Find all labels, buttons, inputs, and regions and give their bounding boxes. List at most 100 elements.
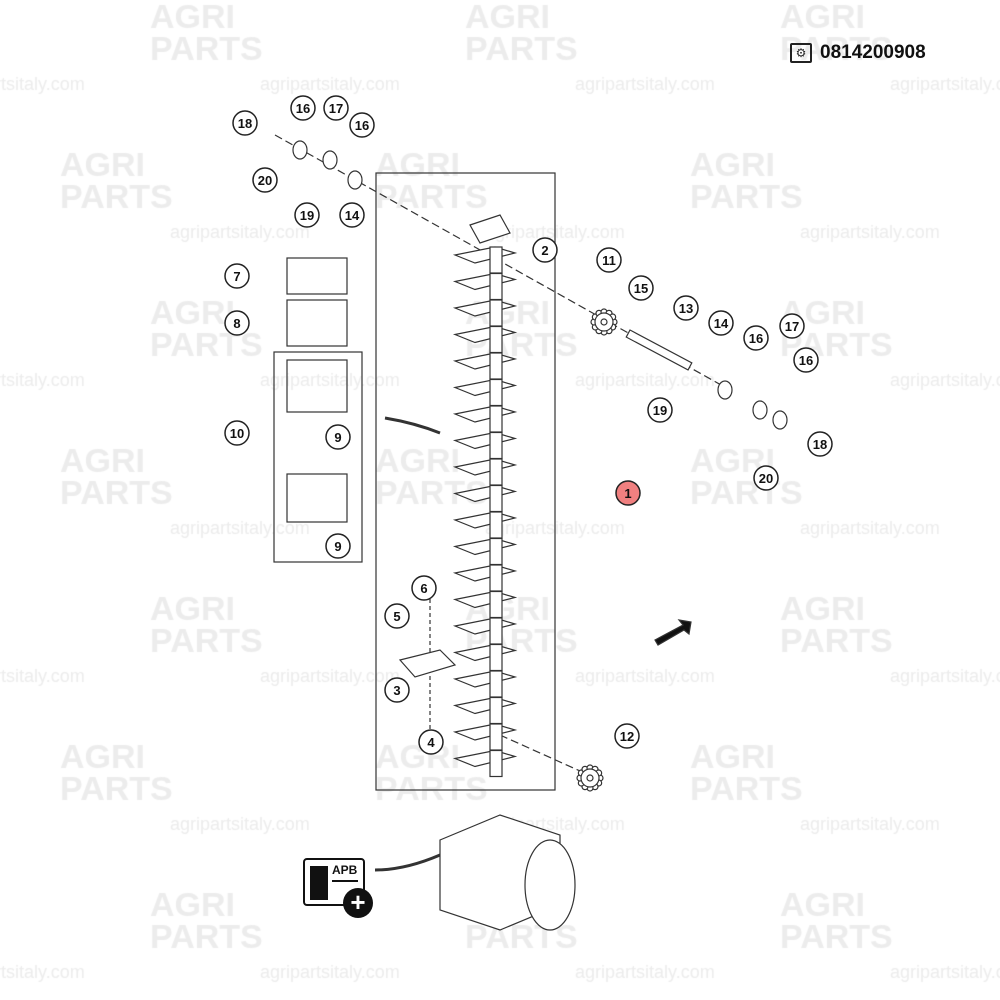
callout-label: 10 <box>230 426 244 441</box>
callout-15[interactable]: 15 <box>628 275 654 301</box>
callout-label: 3 <box>393 683 400 698</box>
chain-link <box>489 749 503 778</box>
callout-circle <box>325 533 351 559</box>
callout-9[interactable]: 9 <box>325 424 351 450</box>
callout-label: 14 <box>345 208 360 223</box>
chain-link <box>489 643 503 672</box>
apb-add-button[interactable]: APB + <box>303 858 373 918</box>
callout-19[interactable]: 19 <box>647 397 673 423</box>
callout-20[interactable]: 20 <box>753 465 779 491</box>
document-icon <box>310 866 328 900</box>
chain-link <box>489 431 503 460</box>
callout-8[interactable]: 8 <box>224 310 250 336</box>
divider <box>332 880 358 882</box>
chain-paddle <box>452 564 518 582</box>
sprocket-bottom <box>576 764 604 792</box>
callout-label: 19 <box>300 208 314 223</box>
sprocket-hub <box>586 774 594 782</box>
callout-7[interactable]: 7 <box>224 263 250 289</box>
callout-circle <box>708 310 734 336</box>
callout-circle <box>224 263 250 289</box>
sprocket-hub <box>600 318 608 326</box>
callout-16[interactable]: 16 <box>743 325 769 351</box>
callout-18[interactable]: 18 <box>232 110 258 136</box>
callout-2[interactable]: 2 <box>532 237 558 263</box>
callout-16[interactable]: 16 <box>349 112 375 138</box>
callout-13[interactable]: 13 <box>673 295 699 321</box>
chain-link <box>489 352 503 380</box>
callout-label: 18 <box>813 437 827 452</box>
callout-label: 8 <box>233 316 240 331</box>
chain-link <box>489 537 503 566</box>
bearing <box>772 410 788 430</box>
callout-circle <box>673 295 699 321</box>
part-code: 0814200908 <box>820 42 926 63</box>
callout-5[interactable]: 5 <box>384 603 410 629</box>
parts-catalog-icon: ⚙ <box>790 43 812 63</box>
part-10-box <box>273 351 363 563</box>
callout-label: 17 <box>785 319 799 334</box>
chain-paddle <box>452 325 518 344</box>
direction-arrow <box>384 416 441 435</box>
bearing <box>752 400 768 420</box>
bearing <box>292 140 308 160</box>
callout-18[interactable]: 18 <box>807 431 833 457</box>
callout-14[interactable]: 14 <box>339 202 365 228</box>
part-9-box-b <box>286 473 348 523</box>
callout-circle <box>418 729 444 755</box>
callout-circle <box>647 397 673 423</box>
callout-circle <box>628 275 654 301</box>
callout-circle <box>232 110 258 136</box>
callout-label: 16 <box>799 353 813 368</box>
callout-11[interactable]: 11 <box>596 247 622 273</box>
callout-circle <box>290 95 316 121</box>
scraper-plate <box>398 649 457 678</box>
callout-12[interactable]: 12 <box>614 723 640 749</box>
chain-link <box>489 617 503 645</box>
chain-link <box>489 272 503 301</box>
chain-link <box>489 564 503 592</box>
callout-3[interactable]: 3 <box>384 677 410 703</box>
chain-paddle <box>452 484 518 503</box>
callout-circle <box>596 247 622 273</box>
chain-paddle <box>452 352 518 370</box>
callout-label: 14 <box>714 316 729 331</box>
callout-10[interactable]: 10 <box>224 420 250 446</box>
chain-link <box>489 696 503 725</box>
callout-label: 7 <box>233 269 240 284</box>
callout-16[interactable]: 16 <box>290 95 316 121</box>
chain-link <box>489 325 503 354</box>
chain-paddle <box>452 617 518 635</box>
callout-label: 17 <box>329 101 343 116</box>
chain-paddle <box>452 537 518 556</box>
chain-link <box>489 590 503 619</box>
callout-label: 20 <box>258 173 272 188</box>
callout-circle <box>615 480 641 506</box>
callout-circle <box>532 237 558 263</box>
callout-20[interactable]: 20 <box>252 167 278 193</box>
callout-label: 15 <box>634 281 648 296</box>
callout-16[interactable]: 16 <box>793 347 819 373</box>
callout-label: 1 <box>624 486 631 501</box>
callout-circle <box>224 310 250 336</box>
callout-9[interactable]: 9 <box>325 533 351 559</box>
callout-19[interactable]: 19 <box>294 202 320 228</box>
callout-6[interactable]: 6 <box>411 575 437 601</box>
callout-4[interactable]: 4 <box>418 729 444 755</box>
callout-circle <box>779 313 805 339</box>
chain-paddle <box>452 378 518 397</box>
callout-14[interactable]: 14 <box>708 310 734 336</box>
callout-1[interactable]: 1 <box>615 480 641 506</box>
callout-17[interactable]: 17 <box>323 95 349 121</box>
apb-label: APB <box>332 863 358 877</box>
callout-17[interactable]: 17 <box>779 313 805 339</box>
chain-link <box>489 670 503 698</box>
callout-label: 16 <box>296 101 310 116</box>
callout-circle <box>294 202 320 228</box>
chain-paddle <box>452 643 518 662</box>
callout-label: 16 <box>749 331 763 346</box>
bearing <box>347 170 363 190</box>
flow-arrow-icon <box>654 619 692 646</box>
plus-icon: + <box>343 888 373 918</box>
bearing <box>717 380 733 400</box>
